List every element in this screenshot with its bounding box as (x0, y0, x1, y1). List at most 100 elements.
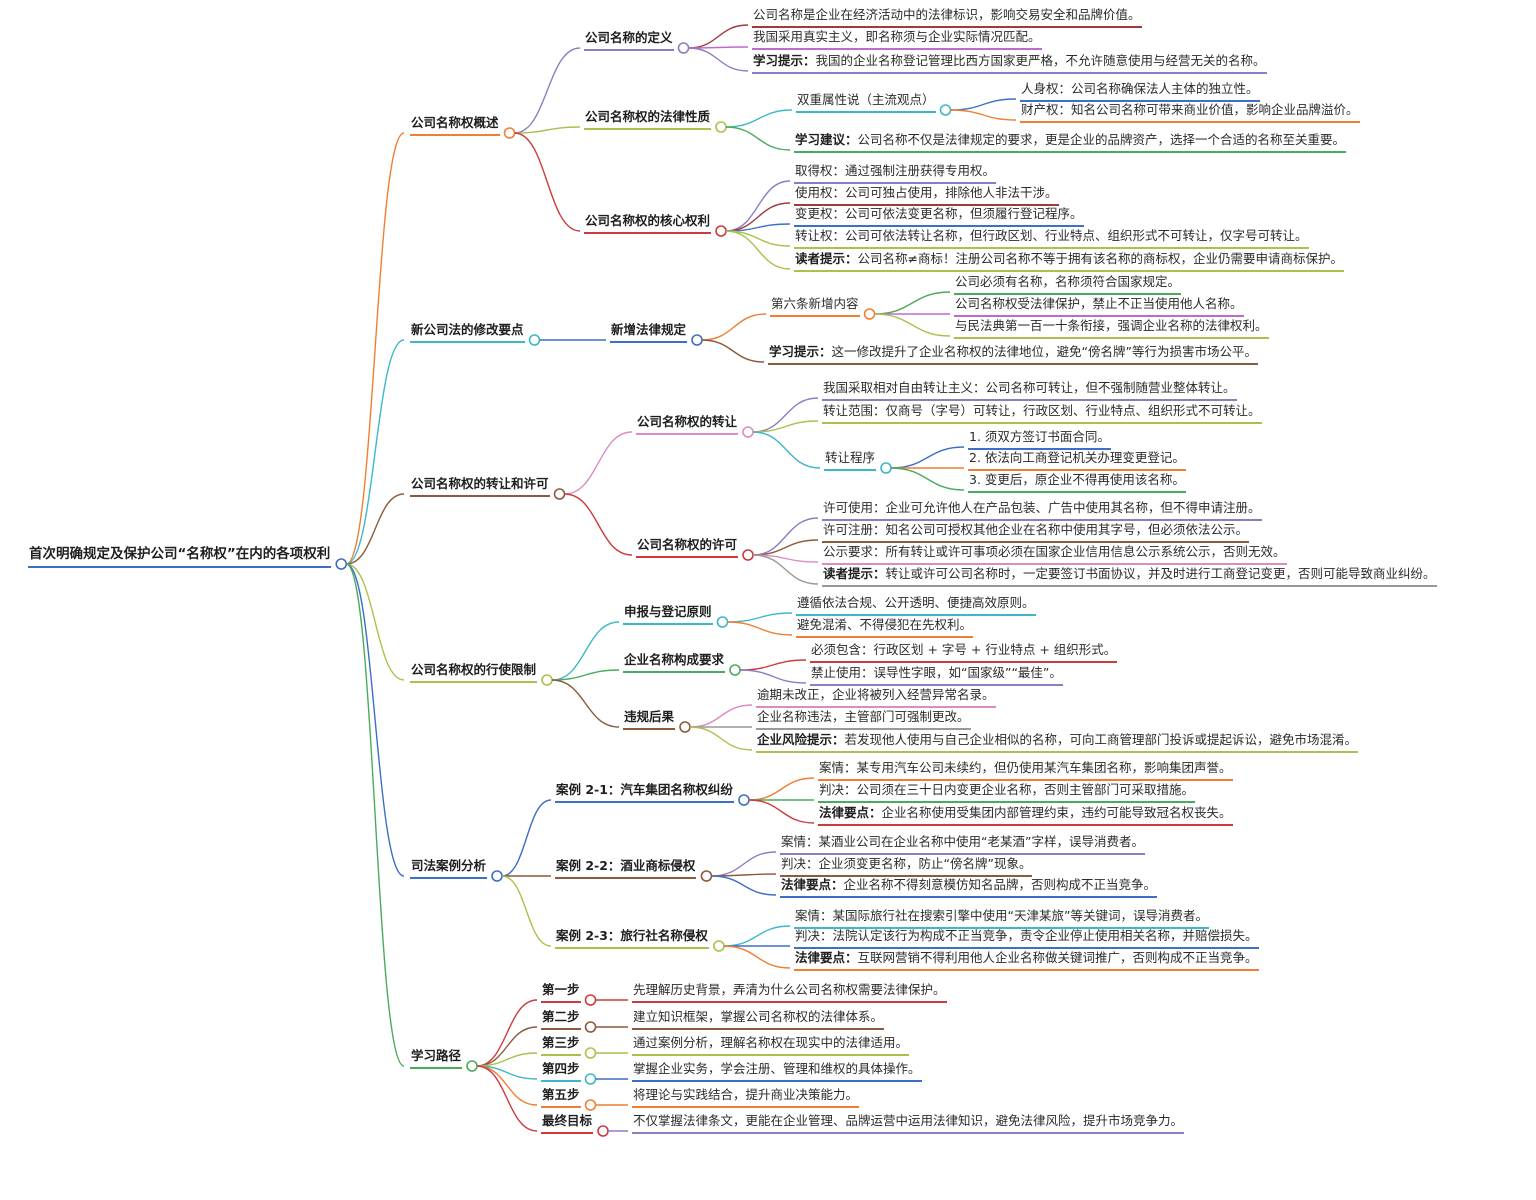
subtopic: 公司名称权的法律性质 (584, 108, 712, 130)
edge-l1 (345, 132, 405, 565)
leaf-note: 禁止使用：误导性字眼，如“国家级”“最佳”。 (810, 664, 1063, 686)
leaf-note: 公示要求：所有转让或许可事项必须在国家企业信用信息公示系统公示，否则无效。 (822, 543, 1287, 565)
leaf-note-emphasis: 学习建议： (795, 132, 858, 147)
leaf-note: 逾期未改正，企业将被列入经营异常名录。 (756, 686, 996, 708)
edge-l3 (740, 669, 807, 684)
leaf-note: 公司名称是企业在经济活动中的法律标识，影响交易安全和品牌价值。 (752, 6, 1142, 28)
edge-l2 (476, 1065, 538, 1132)
leaf-note: 财产权：知名公司名称可带来商业价值，影响企业品牌溢价。 (1020, 101, 1360, 123)
edge-l1 (346, 339, 405, 565)
leaf-note: 不仅掌握法律条文，更能在企业管理、品牌运营中运用法律知识，避免法律风险，提升市场… (632, 1112, 1185, 1134)
group-topic: 第六条新增内容 (770, 295, 860, 317)
edge-l3 (748, 799, 815, 824)
leaf-note: 我国采取相对自由转让主义：公司名称可转让，但不强制随营业整体转让。 (822, 379, 1237, 401)
leaf-note: 读者提示：转让或许可公司名称时，一定要签订书面协议，并及时进行工商登记变更，否则… (822, 565, 1437, 587)
subtopic: 案例 2-1：汽车集团名称权纠纷 (555, 781, 734, 803)
edge-l3 (726, 180, 791, 232)
edge-l1 (346, 493, 405, 565)
subtopic: 第二步 (541, 1008, 581, 1030)
leaf-note-emphasis: 企业风险提示： (757, 732, 845, 747)
edge-l2 (564, 493, 633, 556)
leaf-note: 我国采用真实主义，即名称须与企业实际情况匹配。 (752, 28, 1042, 50)
subtopic: 第三步 (541, 1034, 581, 1056)
leaf-note: 判决：法院认定该行为构成不正当竞争，责令企业停止使用相关名称，并赔偿损失。 (794, 927, 1259, 949)
leaf-note: 判决：公司须在三十日内变更企业名称，否则主管部门可采取措施。 (818, 781, 1196, 803)
leaf-note-text: 互联网营销不得利用他人企业名称做关键词推广，否则构成不正当竞争。 (857, 950, 1258, 965)
branch-topic: 公司名称权的转让和许可 (410, 475, 550, 497)
branch-topic: 公司名称权概述 (410, 114, 500, 136)
edge-l1 (345, 563, 405, 877)
leaf-note: 转让权：公司可依法转让名称，但行政区划、行业特点、组织形式不可转让，仅字号可转让… (794, 227, 1309, 249)
edge-l2 (552, 679, 620, 728)
edge-l4 (891, 467, 965, 491)
leaf-note: 人身权：公司名称确保法人主体的独立性。 (1020, 80, 1260, 102)
edge-l3 (711, 875, 777, 896)
leaf-note: 企业风险提示：若发现他人使用与自己企业相似的名称，可向工商管理部门投诉或提起诉讼… (756, 731, 1359, 753)
subtopic: 第一步 (541, 981, 581, 1003)
edge-l4 (950, 109, 1017, 121)
subtopic: 违规后果 (623, 708, 676, 730)
leaf-note: 1. 须双方签订书面合同。 (968, 428, 1111, 450)
leaf-note: 公司必须有名称，名称须符合国家规定。 (954, 273, 1182, 295)
edge-l3 (690, 726, 753, 751)
leaf-note: 读者提示：公司名称≠商标！注册公司名称不等于拥有该名称的商标权，企业仍需要申请商… (794, 250, 1344, 272)
edge-l2 (501, 875, 552, 947)
subtopic: 申报与登记原则 (623, 603, 713, 625)
leaf-note-text: 企业名称使用受集团内部管理约束，违约可能导致冠名权丧失。 (881, 805, 1232, 820)
leaf-note-text: 公司名称≠商标！注册公司名称不等于拥有该名称的商标权，企业仍需要申请商标保护。 (857, 251, 1343, 266)
leaf-note: 将理论与实践结合，提升商业决策能力。 (632, 1086, 860, 1108)
subtopic: 企业名称构成要求 (623, 651, 726, 673)
leaf-note-emphasis: 法律要点： (781, 877, 844, 892)
leaf-note-emphasis: 学习提示： (753, 53, 816, 68)
group-topic: 转让程序 (824, 449, 877, 471)
subtopic: 案例 2-2：酒业商标侵权 (555, 857, 697, 879)
leaf-note: 先理解历史背景，弄清为什么公司名称权需要法律保护。 (632, 981, 947, 1003)
edge-l2 (514, 126, 581, 134)
edge-l2 (552, 621, 620, 681)
edge-l2 (514, 47, 581, 134)
subtopic: 第四步 (541, 1060, 581, 1082)
edge-l3 (702, 339, 765, 363)
leaf-note: 转让范围：仅商号（字号）可转让，行政区划、行业特点、组织形式不可转让。 (822, 402, 1262, 424)
leaf-note: 案情：某国际旅行社在搜索引擎中使用“天津某旅”等关键词，误导消费者。 (794, 907, 1209, 929)
leaf-note: 3. 变更后，原企业不得再使用该名称。 (968, 471, 1186, 493)
subtopic: 第五步 (541, 1086, 581, 1108)
leaf-note: 建立知识框架，掌握公司名称权的法律体系。 (632, 1008, 885, 1030)
leaf-note: 法律要点：企业名称使用受集团内部管理约束，违约可能导致冠名权丧失。 (818, 804, 1233, 826)
edge-l3 (726, 126, 791, 151)
leaf-note: 学习建议：公司名称不仅是法律规定的要求，更是企业的品牌资产，选择一个合适的名称至… (794, 131, 1347, 153)
root-topic: 首次明确规定及保护公司“名称权”在内的各项权利 (28, 545, 332, 568)
leaf-note: 公司名称权受法律保护，禁止不正当使用他人名称。 (954, 295, 1244, 317)
edge-l3 (723, 945, 791, 969)
leaf-note: 使用权：公司可独占使用，排除他人非法干涉。 (794, 184, 1059, 206)
edge-l3 (753, 431, 821, 469)
branch-topic: 司法案例分析 (410, 857, 488, 879)
leaf-note: 取得权：通过强制注册获得专用权。 (794, 162, 997, 184)
leaf-note-text: 转让或许可公司名称时，一定要签订书面协议，并及时进行工商登记变更，否则可能导致商… (885, 566, 1436, 581)
edge-l3 (753, 554, 819, 585)
edge-l3 (727, 621, 793, 636)
leaf-note-text: 我国的企业名称登记管理比西方国家更严格，不允许随意使用与经营无关的名称。 (815, 53, 1266, 68)
leaf-note: 判决：企业须变更名称，防止“傍名牌”现象。 (780, 855, 1033, 877)
leaf-note: 掌握企业实务，学会注册、管理和维权的具体操作。 (632, 1060, 922, 1082)
edge-l3 (753, 420, 819, 433)
leaf-note: 学习提示：我国的企业名称登记管理比西方国家更严格，不允许随意使用与经营无关的名称… (752, 52, 1267, 74)
leaf-note: 遵循依法合规、公开透明、便捷高效原则。 (796, 594, 1036, 616)
edge-l2 (514, 132, 581, 232)
edge-l3 (726, 109, 793, 128)
edge-l3 (753, 517, 819, 556)
leaf-note-text: 企业名称不得刻意模仿知名品牌，否则构成不正当竞争。 (843, 877, 1157, 892)
leaf-note-text: 这一修改提升了企业名称权的法律地位，避免“傍名牌”等行为损害市场公平。 (831, 344, 1257, 359)
leaf-note-emphasis: 法律要点： (819, 805, 882, 820)
edge-l2 (501, 799, 552, 877)
edge-l3 (702, 313, 767, 341)
subtopic: 公司名称权的许可 (636, 536, 739, 558)
leaf-note: 企业名称违法，主管部门可强制更改。 (756, 708, 971, 730)
leaf-note: 许可注册：知名公司可授权其他企业在名称中使用其字号，但必须依法公示。 (822, 521, 1250, 543)
leaf-note: 案情：某酒业公司在企业名称中使用“老某酒”字样，误导消费者。 (780, 833, 1145, 855)
leaf-note: 案情：某专用汽车公司未续约，但仍使用某汽车集团名称，影响集团声誉。 (818, 759, 1233, 781)
branch-topic: 公司名称权的行使限制 (410, 661, 538, 683)
leaf-note-emphasis: 法律要点： (795, 950, 858, 965)
